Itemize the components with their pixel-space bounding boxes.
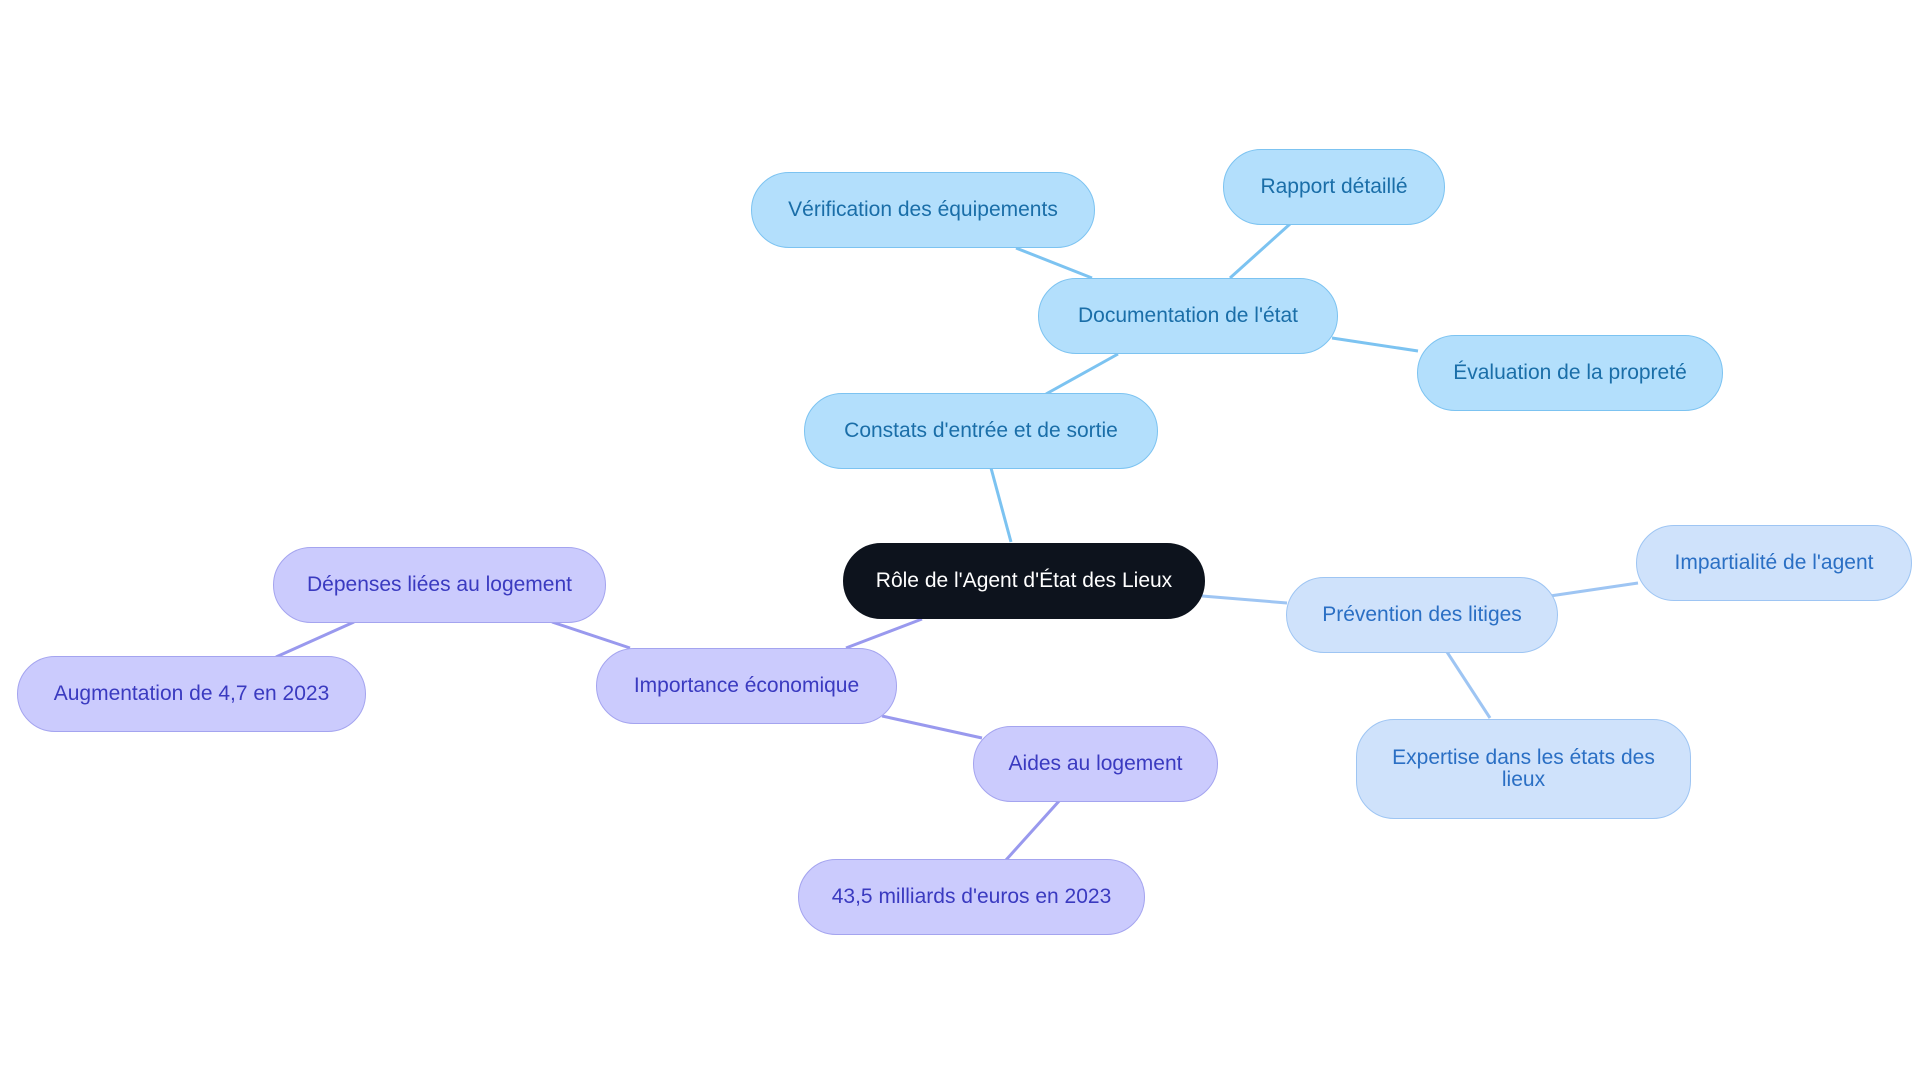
link-constats-documentation bbox=[1045, 352, 1119, 396]
node-aides-label: Aides au logement bbox=[1008, 752, 1183, 775]
link-aides-milliards bbox=[1004, 798, 1062, 862]
link-root-prevention bbox=[1201, 594, 1288, 605]
node-depenses-label: Dépenses liées au logement bbox=[306, 573, 572, 596]
node-economie[interactable]: Importance économique bbox=[596, 648, 897, 724]
node-verification[interactable]: Vérification des équipements bbox=[751, 172, 1095, 248]
node-economie-label: Importance économique bbox=[633, 674, 860, 697]
node-milliards-label: 43,5 milliards d'euros en 2023 bbox=[831, 885, 1112, 908]
node-expertise-label: Expertise dans les états des lieux bbox=[1392, 746, 1655, 791]
node-constats[interactable]: Constats d'entrée et de sortie bbox=[804, 393, 1158, 469]
link-economie-depenses bbox=[551, 620, 631, 650]
root-node[interactable]: Rôle de l'Agent d'État des Lieux bbox=[843, 543, 1205, 619]
node-documentation[interactable]: Documentation de l'état bbox=[1038, 278, 1338, 354]
node-constats-label: Constats d'entrée et de sortie bbox=[844, 419, 1118, 442]
link-documentation-rapport bbox=[1228, 222, 1292, 280]
link-prevention-impartialite bbox=[1549, 581, 1639, 598]
node-impartialite-label: Impartialité de l'agent bbox=[1674, 551, 1874, 574]
link-root-economie bbox=[845, 617, 923, 650]
root-node-label: Rôle de l'Agent d'État des Lieux bbox=[875, 569, 1173, 592]
node-depenses[interactable]: Dépenses liées au logement bbox=[273, 547, 606, 623]
link-depenses-augmentation bbox=[275, 620, 355, 659]
node-documentation-label: Documentation de l'état bbox=[1078, 304, 1298, 327]
link-documentation-verification bbox=[1015, 246, 1093, 280]
node-milliards[interactable]: 43,5 milliards d'euros en 2023 bbox=[798, 859, 1145, 935]
node-augmentation-label: Augmentation de 4,7 en 2023 bbox=[53, 682, 330, 705]
node-prevention-label: Prévention des litiges bbox=[1322, 603, 1522, 626]
link-root-constats bbox=[989, 467, 1013, 543]
link-documentation-proprete bbox=[1331, 336, 1419, 353]
link-prevention-expertise bbox=[1445, 651, 1492, 719]
node-prevention[interactable]: Prévention des litiges bbox=[1286, 577, 1558, 653]
node-expertise[interactable]: Expertise dans les états des lieux bbox=[1356, 719, 1691, 819]
node-verification-label: Vérification des équipements bbox=[788, 198, 1058, 221]
node-proprete[interactable]: Évaluation de la propreté bbox=[1417, 335, 1723, 411]
node-aides[interactable]: Aides au logement bbox=[973, 726, 1218, 802]
node-proprete-label: Évaluation de la propreté bbox=[1453, 361, 1687, 384]
link-economie-aides bbox=[881, 714, 983, 740]
node-impartialite[interactable]: Impartialité de l'agent bbox=[1636, 525, 1912, 601]
node-rapport[interactable]: Rapport détaillé bbox=[1223, 149, 1445, 225]
node-augmentation[interactable]: Augmentation de 4,7 en 2023 bbox=[17, 656, 366, 732]
node-rapport-label: Rapport détaillé bbox=[1260, 175, 1408, 198]
